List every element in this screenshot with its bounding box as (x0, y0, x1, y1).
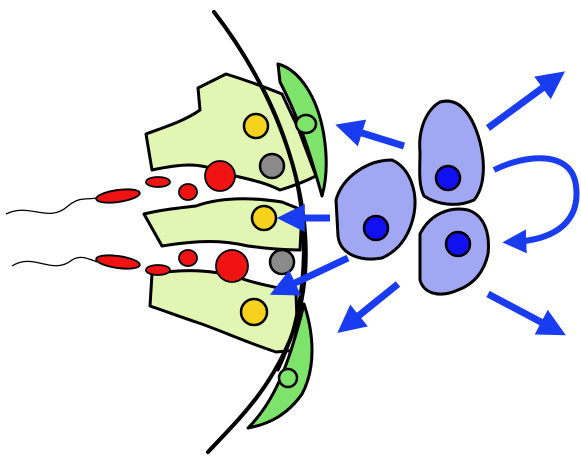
migration-arrow-icon (488, 78, 556, 128)
sertoli-cell-icon (150, 271, 298, 352)
migration-arrow-icon (346, 128, 404, 146)
spermatogonium-icon (241, 299, 267, 325)
spermatogonium-icon (252, 206, 276, 230)
spermatid-icon (95, 187, 140, 205)
spermatid-icon (205, 161, 235, 191)
migration-arrow-icon (488, 294, 556, 330)
stem-cell-icon (336, 160, 415, 259)
spermatid-icon (146, 177, 170, 187)
stem-cell-icon (420, 209, 488, 294)
spermatid-icon (179, 250, 197, 266)
spermatid-icon (216, 250, 248, 282)
spermatogonium-icon (244, 114, 268, 138)
sertoli-cells (144, 74, 316, 352)
apoptotic-cell-icon (260, 154, 284, 178)
spermatid-icon (146, 265, 170, 275)
sperm-tail-icon (6, 198, 96, 214)
sperm-tail-icon (12, 257, 98, 266)
sperm-tails (6, 198, 98, 266)
migration-arrow-icon (346, 284, 398, 326)
spermatid-icon (95, 253, 140, 271)
sertoli-cell-icon (144, 199, 302, 250)
spermatid-icon (179, 184, 197, 200)
apoptotic-cell-icon (270, 250, 294, 274)
stem-cell-icon (420, 101, 484, 204)
self-renewal-arrow-icon (494, 158, 576, 242)
